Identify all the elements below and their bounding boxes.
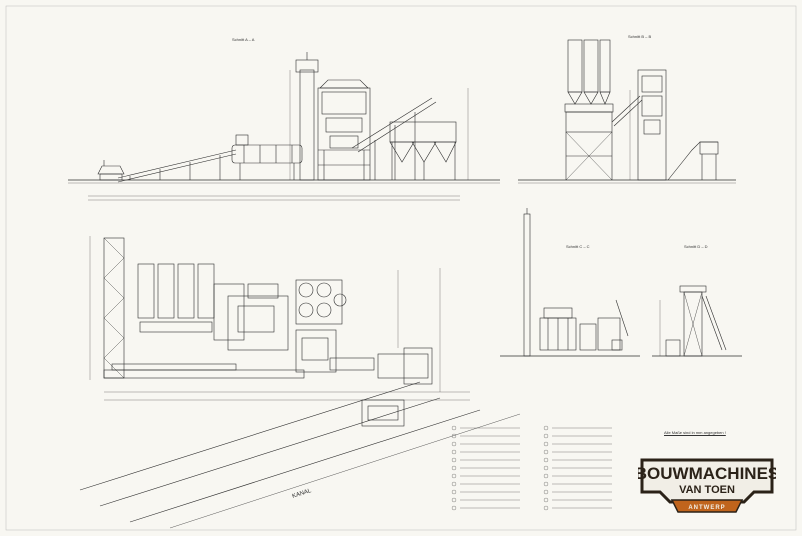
logo-line-2: VAN TOEN — [679, 484, 735, 496]
section-c-c-label: Schnitt C – C — [566, 244, 590, 249]
logo-accent-ribbon — [670, 499, 744, 513]
dimension-note: Alle Maße sind in mm angegeben ! — [664, 430, 726, 435]
section-b-b-label: Schnitt B – B — [628, 34, 652, 39]
bouwmachines-van-toen-logo: BOUWMACHINES VAN TOEN ANTWERP — [638, 458, 776, 513]
logo-badge-shape — [640, 458, 774, 504]
logo-line-1: BOUWMACHINES — [638, 464, 776, 483]
section-b-b-elevation — [518, 39, 736, 184]
section-d-d-label: Schnitt D – D — [684, 244, 708, 249]
plan-view — [79, 236, 521, 529]
section-a-a-elevation — [68, 52, 500, 201]
sheet-border — [5, 5, 797, 531]
section-d-d-elevation — [652, 285, 742, 357]
section-a-a-label: Schnitt A – A — [232, 37, 255, 42]
legend-list — [451, 425, 612, 511]
section-c-c-elevation — [500, 208, 640, 357]
logo-tag: ANTWERP — [688, 505, 725, 511]
